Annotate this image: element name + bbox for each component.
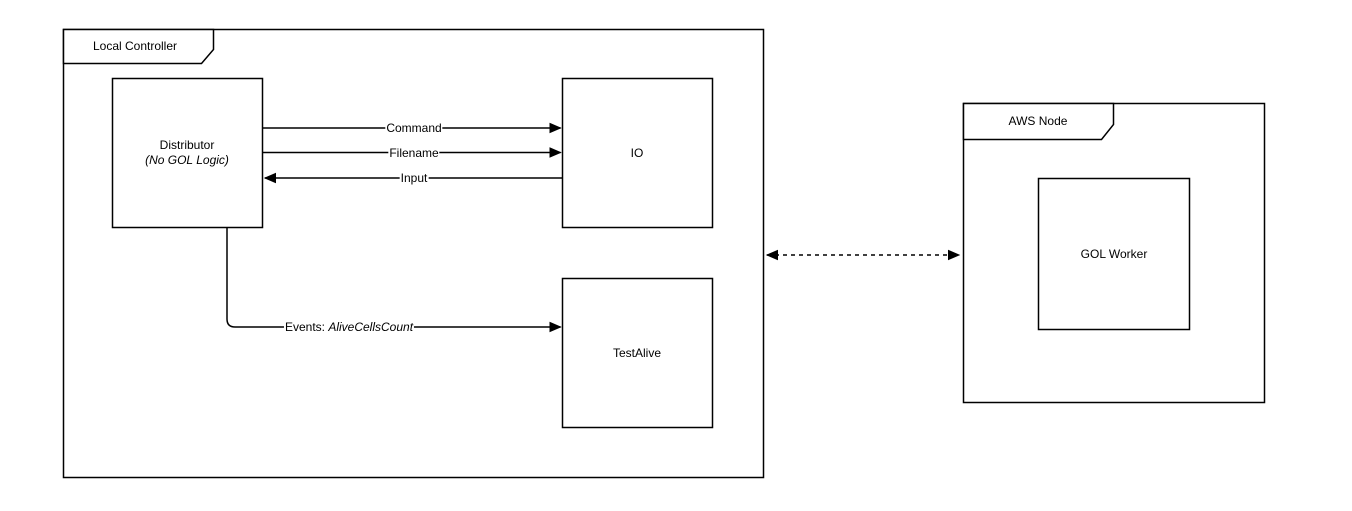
local-controller-tab [62,28,215,65]
test-alive-node [561,277,714,429]
events-arrow [226,228,562,333]
gol-worker-node [1037,177,1191,331]
distributor-node [111,77,264,229]
aws-node-tab [962,102,1115,141]
io-node [561,77,714,229]
